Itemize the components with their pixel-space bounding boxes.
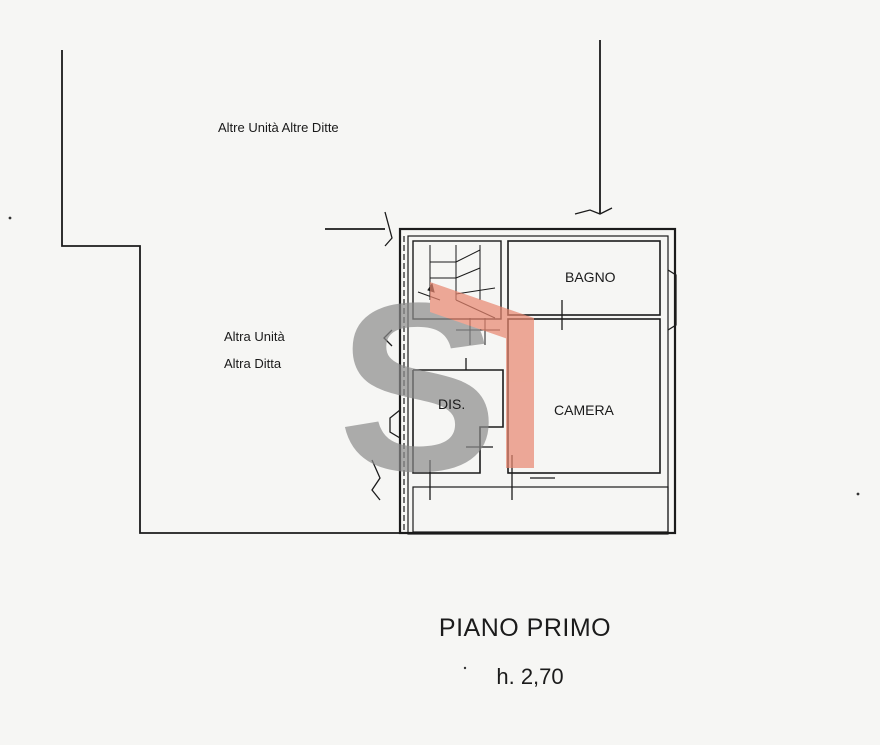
- label-bagno: BAGNO: [565, 269, 616, 285]
- label-neighbors-top: Altre Unità Altre Ditte: [218, 120, 339, 135]
- window-left-bottom: [371, 459, 381, 501]
- window-left-low: [389, 409, 401, 439]
- window-top-right: [574, 207, 613, 215]
- balcony-strip: [412, 486, 669, 533]
- label-camera: CAMERA: [554, 402, 615, 418]
- left-boundary-line: [61, 50, 408, 534]
- label-dis: DIS.: [438, 396, 465, 412]
- rooms: [412, 240, 669, 533]
- window-right: [667, 269, 677, 331]
- apartment-walls: [398, 227, 677, 535]
- inner-wall-line: [407, 235, 669, 535]
- floor-title: PIANO PRIMO: [438, 614, 612, 642]
- watermark-letter-i-slash: [430, 282, 534, 348]
- room-dis: [412, 369, 504, 474]
- watermark-letter-s: S: [338, 253, 498, 521]
- neighbor-boundaries: [61, 40, 601, 534]
- scan-speck: [8, 216, 12, 220]
- outer-wall: [398, 227, 677, 535]
- window-left-mid: [383, 329, 393, 347]
- floor-height: h. 2,70: [496, 664, 564, 689]
- doors: [371, 207, 677, 501]
- window-top-left: [384, 211, 393, 247]
- room-bagno: [507, 240, 661, 316]
- label-neighbor-left-2: Altra Ditta: [224, 356, 282, 371]
- scan-speck: [856, 492, 860, 496]
- scan-speck: [463, 666, 467, 670]
- label-neighbor-left-1: Altra Unità: [224, 329, 285, 344]
- watermark-logo: S: [338, 253, 534, 521]
